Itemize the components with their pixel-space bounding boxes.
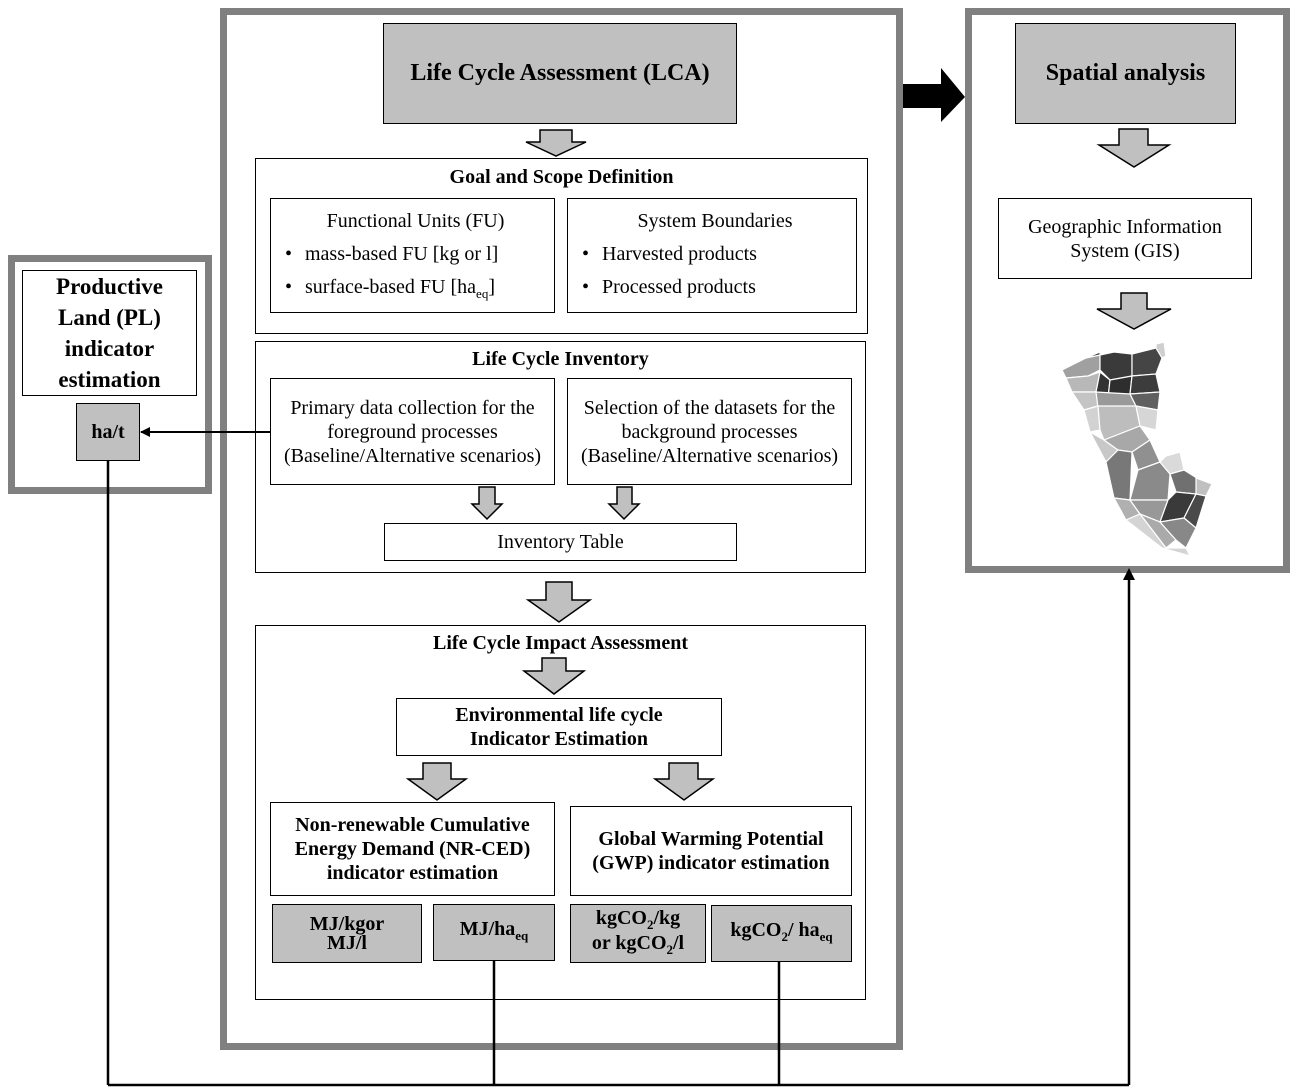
fu-item-surface: surface-based FU [haeq] xyxy=(277,275,554,306)
gwp-box: Global Warming Potential (GWP) indicator… xyxy=(570,806,852,896)
primary-data-box: Primary data collection for the foregrou… xyxy=(270,378,555,485)
nrced-box: Non-renewable Cumulative Energy Demand (… xyxy=(270,802,555,896)
env-indicator-box: Environmental life cycle Indicator Estim… xyxy=(396,698,722,756)
pl-panel xyxy=(8,255,212,494)
unit-kgco2-kg: kgCO2/kg or kgCO2/l xyxy=(570,904,706,963)
parcel-map xyxy=(1061,341,1213,557)
down-arrow-icon xyxy=(1096,292,1172,330)
system-boundaries-box: System Boundaries Harvested products Pro… xyxy=(567,198,857,313)
lca-panel xyxy=(220,8,903,1050)
down-arrow-icon xyxy=(521,657,587,695)
unit-kgco2-ha: kgCO2/ haeq xyxy=(711,905,852,962)
functional-units-title: Functional Units (FU) xyxy=(326,210,505,232)
down-arrow-icon xyxy=(470,486,504,521)
down-arrow-icon xyxy=(607,486,641,521)
lca-title: Life Cycle Assessment (LCA) xyxy=(383,23,737,124)
spatial-title: Spatial analysis xyxy=(1015,23,1236,124)
boundary-item-harvested: Harvested products xyxy=(574,242,856,266)
inventory-table-box: Inventory Table xyxy=(384,523,737,561)
gis-box: Geographic Information System (GIS) xyxy=(998,198,1252,279)
up-arrowhead-icon xyxy=(1123,568,1135,580)
down-arrow-icon xyxy=(1096,128,1172,168)
system-boundaries-title: System Boundaries xyxy=(637,210,793,232)
inventory-header: Life Cycle Inventory xyxy=(472,348,649,370)
spatial-panel xyxy=(965,8,1290,573)
down-arrow-icon xyxy=(525,129,587,157)
dataset-selection-box: Selection of the datasets for the backgr… xyxy=(567,378,852,485)
goal-scope-header: Goal and Scope Definition xyxy=(449,166,674,188)
boundary-item-processed: Processed products xyxy=(574,275,856,299)
down-arrow-icon xyxy=(652,762,716,801)
pl-title: Productive Land (PL) indicator estimatio… xyxy=(22,270,197,396)
pl-unit: ha/t xyxy=(76,403,140,461)
right-arrow-icon xyxy=(903,68,965,122)
fu-item-mass: mass-based FU [kg or l] xyxy=(277,242,554,266)
down-arrow-icon xyxy=(405,762,469,801)
down-arrow-icon xyxy=(525,581,593,623)
impact-header: Life Cycle Impact Assessment xyxy=(433,632,688,654)
functional-units-box: Functional Units (FU) mass-based FU [kg … xyxy=(270,198,555,313)
unit-mj-ha: MJ/haeq xyxy=(433,904,555,961)
